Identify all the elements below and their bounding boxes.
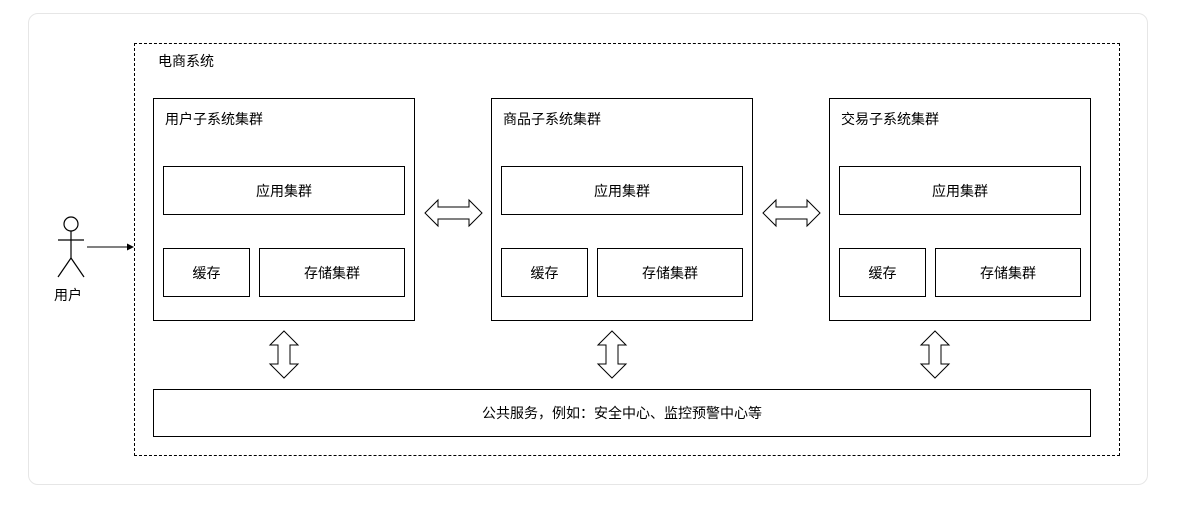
storage-cluster-trade: 存储集群 [935, 248, 1081, 297]
storage-cluster-user: 存储集群 [259, 248, 405, 297]
public-services-box: 公共服务，例如：安全中心、监控预警中心等 [153, 389, 1091, 437]
storage-cluster-product: 存储集群 [597, 248, 743, 297]
cluster-title-product: 商品子系统集群 [503, 112, 601, 128]
cluster-title-trade: 交易子系统集群 [841, 112, 939, 128]
ecommerce-system-boundary [134, 43, 1120, 456]
cache-user: 缓存 [163, 248, 250, 297]
user-label: 用户 [54, 288, 82, 304]
app-cluster-user: 应用集群 [163, 166, 405, 215]
cache-product: 缓存 [501, 248, 588, 297]
app-cluster-trade: 应用集群 [839, 166, 1081, 215]
system-title: 电商系统 [158, 54, 214, 70]
cluster-title-user: 用户子系统集群 [165, 112, 263, 128]
app-cluster-product: 应用集群 [501, 166, 743, 215]
cache-trade: 缓存 [839, 248, 926, 297]
